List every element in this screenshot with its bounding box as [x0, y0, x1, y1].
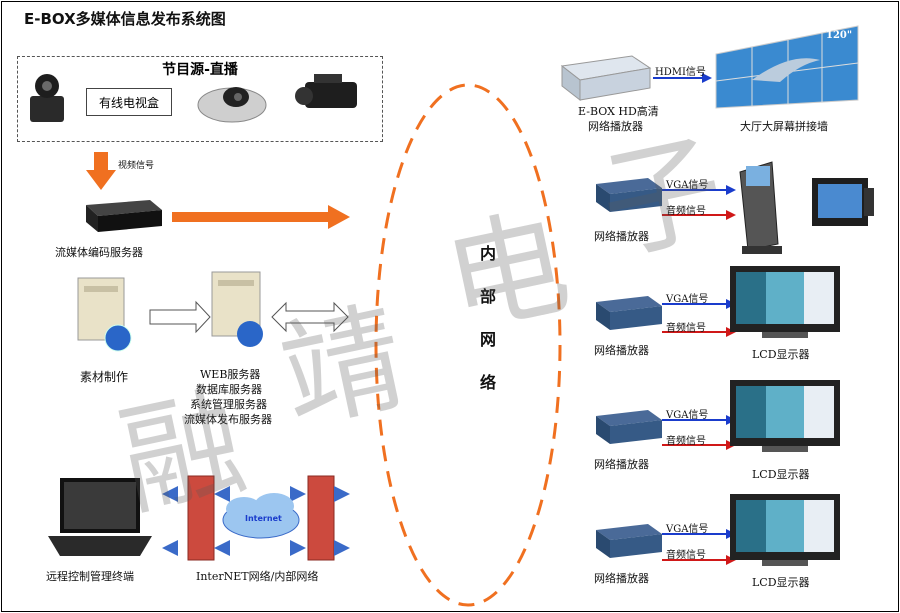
program-source-title: 节目源-直播 [162, 62, 238, 78]
kiosk-icon [739, 161, 782, 254]
video-wall-label: 大厅大屏幕拼接墙 [740, 120, 828, 133]
lcd-display-icon-1 [730, 266, 840, 338]
laptop-icon [48, 478, 152, 556]
pos-terminal-icon [812, 178, 874, 226]
diagram-title: E-BOX多媒体信息发布系统图 [24, 10, 226, 28]
vga-label-3: VGA信号 [666, 410, 709, 421]
intranet-ellipse [374, 83, 562, 607]
program-source-box: 节目源-直播 [17, 56, 383, 142]
material-label: 素材制作 [80, 370, 129, 384]
intranet-char-4: 络 [480, 373, 497, 392]
server-label-stream: 流媒体发布服务器 [184, 413, 272, 426]
lcd-label-1: LCD显示器 [752, 348, 810, 361]
internet-network-label: InterNET网络/内部网络 [196, 570, 319, 583]
orange-right-arrow [172, 205, 350, 229]
player-label-3: 网络播放器 [594, 458, 649, 471]
vga-label-1: VGA信号 [666, 180, 709, 191]
audio-label-4: 音频信号 [666, 550, 706, 561]
video-wall-icon [715, 25, 859, 109]
network-player-icon-3 [596, 410, 662, 444]
video-signal-label: 视频信号 [118, 161, 155, 171]
intranet-char-3: 网 [480, 330, 497, 349]
network-player-icon-4 [596, 524, 662, 558]
lcd-display-icon-3 [730, 494, 840, 566]
cloud-label: Internet [245, 514, 282, 523]
hdmi-arrow [653, 73, 712, 83]
conference-camera-icon [197, 87, 267, 123]
intranet-char-2: 部 [480, 287, 497, 306]
audio-label-1: 音频信号 [666, 206, 706, 217]
internet-cloud-icon [222, 493, 300, 539]
intranet-char-1: 内 [480, 244, 497, 263]
orange-down-arrow [86, 152, 116, 190]
hdmi-label: HDMI信号 [655, 67, 706, 78]
web-server-icon [211, 271, 263, 347]
encoder-label: 流媒体编码服务器 [55, 246, 143, 259]
video-wall-badge: 120" [826, 30, 853, 41]
hd-player-label-2: 网络播放器 [588, 120, 643, 133]
server-label-web: WEB服务器 [200, 368, 261, 381]
vga-label-2: VGA信号 [666, 294, 709, 305]
audio-label-3: 音频信号 [666, 436, 706, 447]
right-firewall-icon [290, 475, 350, 561]
left-firewall-icon [162, 475, 230, 561]
network-player-icon-1 [596, 178, 662, 212]
player-label-1: 网络播放器 [594, 230, 649, 243]
lcd-label-2: LCD显示器 [752, 468, 810, 481]
remote-terminal-label: 远程控制管理终端 [46, 570, 134, 583]
server-label-mgmt: 系统管理服务器 [190, 398, 267, 411]
audio-label-2: 音频信号 [666, 323, 706, 334]
hd-player-label-1: E-BOX HD高清 [578, 105, 659, 118]
hollow-right-arrow [149, 300, 211, 334]
hollow-double-arrow [271, 301, 349, 333]
hd-player-icon [560, 55, 652, 102]
lcd-label-3: LCD显示器 [752, 576, 810, 589]
cable-tv-box: 有线电视盒 [86, 88, 172, 116]
encoder-server-icon [86, 200, 162, 232]
lcd-display-icon-2 [730, 380, 840, 452]
material-pc-icon [77, 277, 132, 352]
vga-label-4: VGA信号 [666, 524, 709, 535]
server-label-db: 数据库服务器 [196, 383, 262, 396]
camcorder-icon [295, 74, 357, 108]
dome-camera-icon [30, 74, 64, 122]
player-label-4: 网络播放器 [594, 572, 649, 585]
network-player-icon-2 [596, 296, 662, 330]
player-label-2: 网络播放器 [594, 344, 649, 357]
